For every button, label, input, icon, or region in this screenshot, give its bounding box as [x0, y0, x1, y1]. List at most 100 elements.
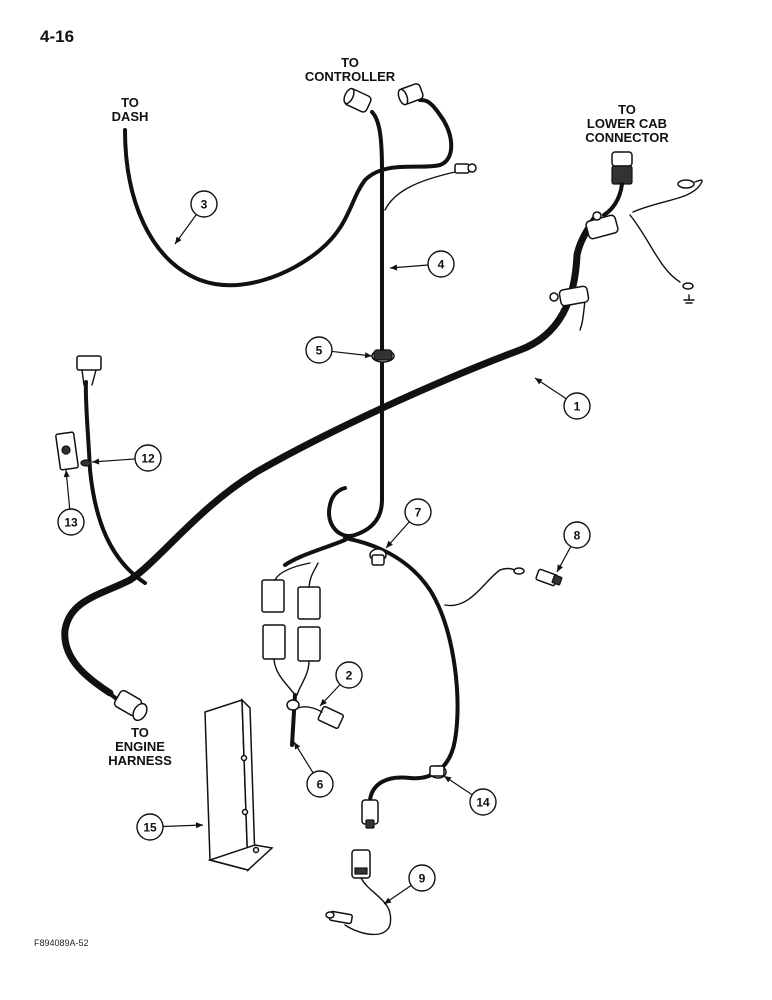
- callout-5: 5: [305, 336, 373, 364]
- callout-number-3: 3: [201, 198, 208, 212]
- branch-connector-wire: [283, 538, 347, 567]
- cab-ground-lead-a: [632, 179, 703, 213]
- callout-arrowhead-5: [364, 352, 372, 359]
- callout-number-5: 5: [316, 344, 323, 358]
- callout-number-1: 1: [574, 400, 581, 414]
- callout-arrowhead-13: [63, 470, 70, 478]
- callout-bubble-7: [404, 498, 432, 526]
- callout-arrowhead-12: [92, 458, 100, 465]
- sensor-8-lead: [444, 567, 516, 607]
- connector-bundle: [261, 562, 345, 747]
- sensor-9-probe: [325, 910, 353, 925]
- callout-bubble-3: [190, 190, 218, 218]
- figure-id: F894089A-52: [34, 938, 89, 948]
- callout-arrowhead-7: [386, 540, 393, 548]
- callout-bubble-14: [469, 788, 497, 816]
- callout-bubble-9: [408, 864, 436, 892]
- callout-14: 14: [443, 775, 497, 816]
- lower-cab-connector: [602, 151, 633, 217]
- callout-number-7: 7: [415, 506, 422, 520]
- label-engine-line1: TO: [131, 725, 149, 740]
- left-branch-wire: [83, 380, 147, 585]
- engine-harness-connector: [103, 688, 148, 722]
- callout-number-9: 9: [419, 872, 426, 886]
- sensor-connector-14: [361, 799, 379, 829]
- cab-ground-lead-b: [629, 214, 681, 283]
- page-number: 4-16: [40, 27, 74, 46]
- label-lower-cab-line3: CONNECTOR: [585, 130, 669, 145]
- callout-arrowhead-1: [535, 378, 543, 385]
- callout-number-13: 13: [64, 516, 78, 530]
- controller-connector: [343, 87, 372, 113]
- callout-bubble-6: [306, 770, 334, 798]
- label-to-dash-line1: TO: [121, 95, 139, 110]
- grommet: [371, 349, 395, 363]
- cab-riser-thin-wire: [579, 299, 586, 331]
- sensor-8-body: [513, 567, 563, 587]
- callout-3: 3: [174, 190, 218, 245]
- controller-harness-wire: [327, 110, 384, 538]
- callout-13: 13: [57, 469, 85, 536]
- callout-arrowhead-3: [175, 236, 182, 244]
- callout-number-14: 14: [476, 796, 490, 810]
- label-to-lower-cab-connector: TO LOWER CAB CONNECTOR: [585, 102, 669, 145]
- callout-6: 6: [293, 741, 334, 798]
- cab-clamp-lower: [549, 285, 590, 307]
- callout-8: 8: [556, 521, 591, 573]
- cab-clamp-upper: [585, 211, 619, 240]
- callout-2: 2: [319, 661, 363, 707]
- callout-bubble-4: [427, 250, 455, 278]
- callout-bubble-1: [563, 392, 591, 420]
- callout-number-6: 6: [317, 778, 324, 792]
- callout-7: 7: [385, 498, 432, 549]
- label-engine-line2: ENGINE: [115, 739, 165, 754]
- callout-number-12: 12: [141, 452, 155, 466]
- dash-controller-connector: [397, 83, 424, 106]
- callout-number-4: 4: [438, 258, 445, 272]
- callout-1: 1: [534, 377, 591, 420]
- cab-ground-symbol: [682, 282, 695, 304]
- callout-number-15: 15: [143, 821, 157, 835]
- label-to-controller-line1: TO: [341, 55, 359, 70]
- ground-eyelet: [454, 163, 477, 174]
- callout-9: 9: [383, 864, 436, 905]
- callout-arrowhead-6: [294, 742, 301, 750]
- callout-bubble-8: [563, 521, 591, 549]
- callout-bubble-15: [136, 813, 164, 841]
- callout-arrowhead-15: [195, 822, 203, 829]
- main-harness-wire: [61, 251, 581, 697]
- label-lower-cab-line1: TO: [618, 102, 636, 117]
- left-connector: [76, 355, 102, 386]
- callout-leader-12: [91, 458, 136, 463]
- callout-bubble-2: [335, 661, 363, 689]
- callout-12: 12: [91, 444, 162, 472]
- callout-arrowhead-2: [320, 698, 327, 706]
- callout-bubble-12: [134, 444, 162, 472]
- callout-arrowhead-14: [444, 776, 452, 783]
- callout-15: 15: [136, 813, 204, 841]
- label-lower-cab-line2: LOWER CAB: [587, 116, 667, 131]
- callout-arrowhead-8: [557, 564, 563, 572]
- callout-arrowhead-9: [384, 897, 392, 904]
- label-engine-line3: HARNESS: [108, 753, 172, 768]
- label-to-dash-line2: DASH: [112, 109, 149, 124]
- sensor-9-lead: [344, 877, 392, 936]
- callout-4: 4: [389, 250, 455, 278]
- callout-bubble-13: [57, 508, 85, 536]
- ground-lug-12: [80, 459, 92, 467]
- mounting-bracket: [204, 698, 274, 873]
- label-to-dash: TO DASH: [112, 95, 149, 124]
- label-to-controller-line2: CONTROLLER: [305, 69, 396, 84]
- harness-clip-7: [369, 548, 387, 566]
- callout-arrowhead-4: [390, 264, 398, 271]
- sensor-9-connector: [351, 849, 371, 879]
- sensor-harness-wire: [343, 536, 460, 802]
- cab-ground-eyelet-a: [677, 179, 695, 189]
- controller-ground-lead: [384, 171, 456, 211]
- callout-bubble-5: [305, 336, 333, 364]
- callout-number-2: 2: [346, 669, 353, 683]
- callout-number-8: 8: [574, 529, 581, 543]
- dash-harness-wire: [123, 98, 454, 288]
